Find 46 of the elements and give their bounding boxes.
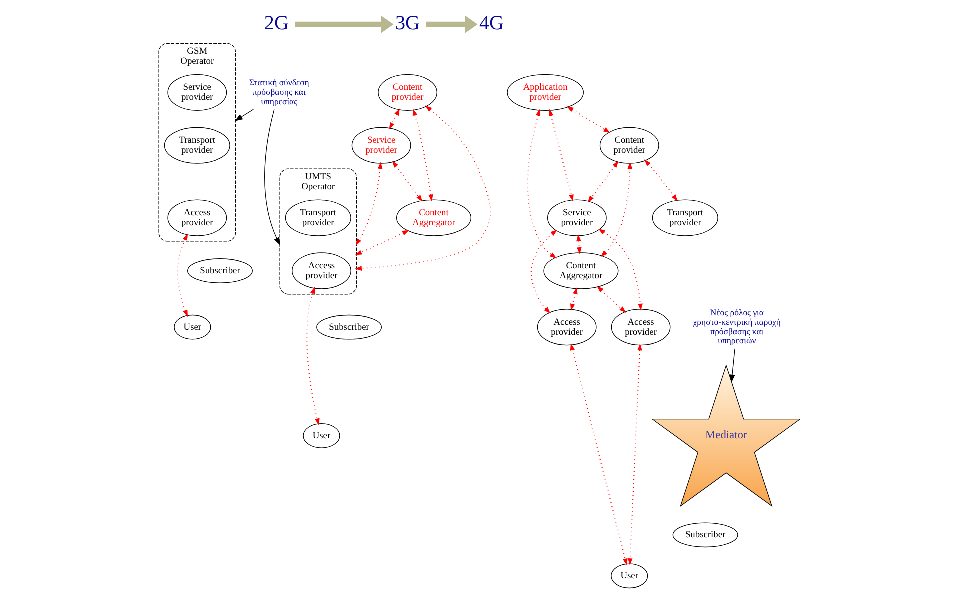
arrow	[729, 348, 735, 383]
node-ellipse: User	[610, 564, 648, 589]
node-text: Στατική σύνδεση πρόσβασης και υπηρεσίας	[248, 78, 309, 106]
node-ellipse: Application provider	[506, 74, 584, 111]
arrow	[526, 109, 556, 259]
node-ellipse: Service provider	[351, 127, 411, 164]
arrow	[355, 162, 382, 246]
node-ellipse: Subscriber	[316, 314, 382, 340]
arrow	[354, 106, 491, 271]
node-ellipse: Access provider	[610, 309, 670, 346]
arrow	[388, 108, 400, 130]
arrow	[354, 230, 409, 256]
node-text: 3G	[394, 12, 420, 35]
arrow	[392, 160, 422, 202]
node-ellipse: Service provider	[167, 74, 227, 111]
arrow	[587, 160, 618, 203]
node-ellipse: Access provider	[292, 252, 351, 290]
arrow	[176, 234, 188, 318]
arrow	[566, 106, 610, 134]
node-ellipse: Transport provider	[284, 200, 351, 236]
arrow	[294, 16, 394, 34]
arrow	[570, 344, 628, 566]
node-ellipse: Transport provider	[164, 127, 230, 164]
arrow	[570, 287, 578, 311]
node-ellipse: Transport provider	[652, 200, 718, 236]
arrow	[644, 160, 678, 202]
arrow	[412, 108, 433, 202]
node-ellipse: Subscriber	[672, 522, 738, 548]
node-text: 4G	[478, 12, 504, 35]
arrow	[548, 109, 574, 202]
arrow	[530, 230, 558, 314]
node-ellipse: Access provider	[167, 200, 227, 236]
arrow	[426, 16, 478, 34]
arrow	[306, 287, 320, 426]
node-text: 2G	[264, 12, 289, 35]
node-ellipse: Subscriber	[187, 258, 252, 284]
arrow	[600, 162, 632, 258]
arrow	[596, 286, 626, 314]
arrow	[627, 344, 642, 566]
node-text: Νέος ρόλος για χρηστο-κεντρική παροχή πρόσβασης και υπηρεσιών	[692, 308, 780, 346]
node-ellipse: User	[302, 424, 340, 448]
arrow	[598, 228, 642, 311]
node-ellipse: Access provider	[536, 309, 596, 346]
arrow	[234, 109, 254, 122]
node-ellipse: User	[174, 314, 211, 340]
arrow	[264, 109, 280, 246]
